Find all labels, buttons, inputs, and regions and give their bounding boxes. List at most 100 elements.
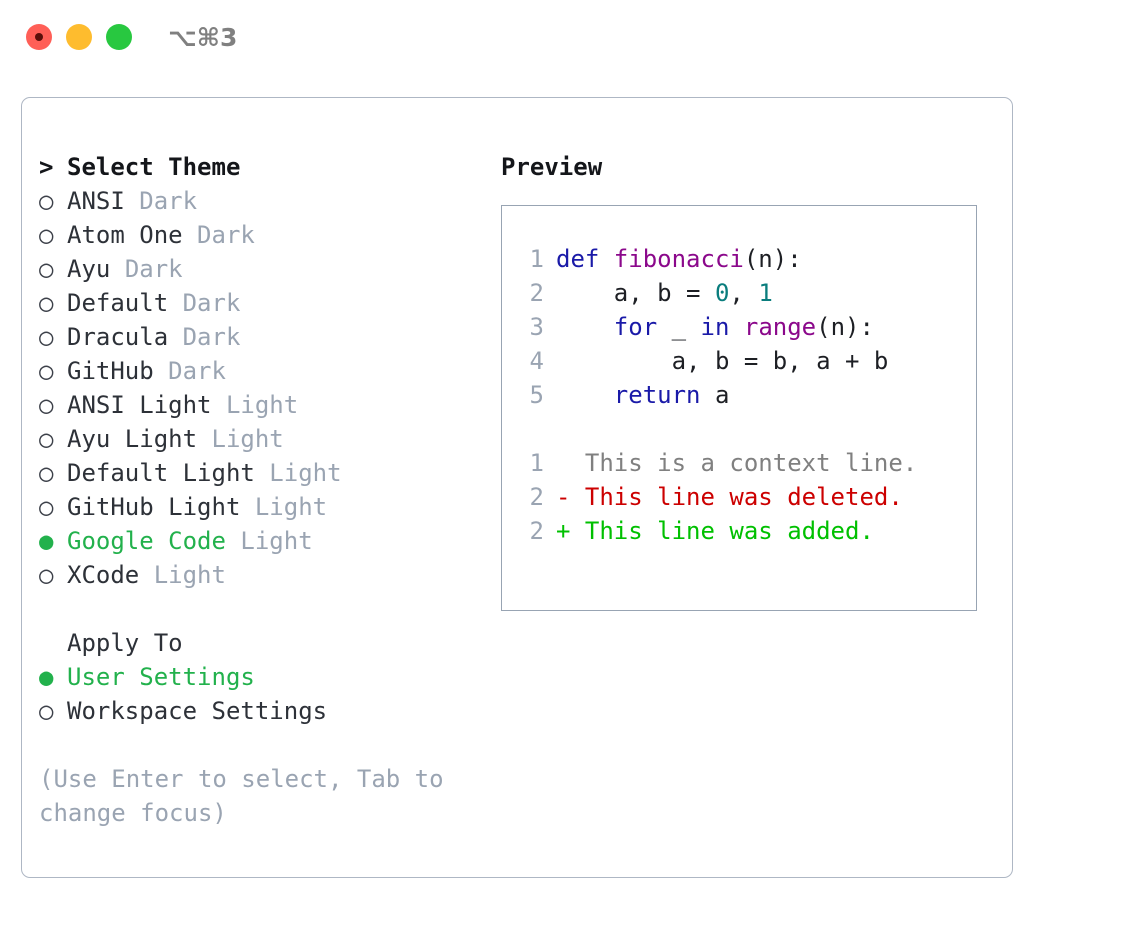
diff-line-text: This is a context line. (584, 449, 918, 477)
theme-option-ansi-light[interactable]: ○ANSI Light Light (39, 388, 479, 422)
theme-option-google-code-light[interactable]: ●Google Code Light (39, 524, 479, 558)
code-line: 5 return a (502, 378, 976, 412)
theme-option-category-label: Light (211, 425, 284, 453)
apply-to-header: Apply To (39, 626, 479, 660)
code-token-plain (556, 313, 614, 341)
theme-option-category-label: Dark (182, 289, 241, 317)
theme-option-label: XCode (67, 561, 140, 589)
radio-unselected-icon: ○ (39, 697, 54, 725)
theme-option-ayu-light[interactable]: ○ Ayu Light Light (39, 422, 479, 456)
line-number: 2 (529, 483, 544, 511)
code-token-keyword: def (556, 245, 614, 273)
theme-option-label: Ayu Light (67, 425, 198, 453)
theme-option-category-label: Light (254, 493, 328, 521)
keyboard-shortcut-label: ⌥⌘3 (168, 23, 238, 52)
line-number: 2 (529, 279, 544, 307)
radio-unselected-icon: ○ (39, 561, 54, 589)
theme-option-category-label: Light (225, 391, 299, 419)
apply-to-option-label: User Settings (67, 663, 255, 691)
theme-option-ayu-dark[interactable]: ○Ayu Dark (39, 252, 479, 286)
theme-option-category-label: Dark (197, 221, 255, 249)
diff-sign: - (556, 483, 571, 511)
radio-unselected-icon: ○ (39, 255, 54, 283)
main-panel: >Select Theme ○ANSI Dark ○Atom One Dark … (21, 97, 1013, 878)
theme-option-label: GitHub (67, 357, 154, 385)
radio-unselected-icon: ○ (39, 425, 54, 453)
theme-selector-column: >Select Theme ○ANSI Dark ○Atom One Dark … (39, 150, 479, 830)
code-token-function: fibonacci (613, 245, 744, 273)
theme-option-xcode-light[interactable]: ○ XCode Light (39, 558, 479, 592)
keyboard-hint-text: (Use Enter to select, Tab to change focu… (39, 765, 459, 827)
theme-option-label: Dracula (67, 323, 169, 351)
theme-option-category-label: Dark (168, 357, 226, 385)
diff-line-text: This line was deleted. (584, 483, 903, 511)
line-number: 1 (529, 449, 544, 477)
theme-option-label: Default Light (67, 459, 255, 487)
diff-line-context: 1 This is a context line. (502, 446, 976, 480)
apply-to-header-label: Apply To (67, 629, 183, 657)
theme-option-category-label: Light (153, 561, 226, 589)
line-number: 3 (529, 313, 544, 341)
code-token-plain (729, 313, 743, 341)
line-number: 4 (529, 347, 544, 375)
section-spacer (39, 592, 479, 626)
code-token-plain: a, b = (556, 279, 715, 307)
theme-option-ansi-dark[interactable]: ○ ANSI Dark (39, 184, 479, 218)
theme-option-label: ANSI (67, 187, 125, 215)
apply-to-option-user-settings[interactable]: ● User Settings (39, 660, 479, 694)
theme-option-category-label: Dark (182, 323, 241, 351)
theme-option-default-light[interactable]: ○ Default Light Light (39, 456, 479, 490)
diff-line-text: This line was added. (584, 517, 874, 545)
theme-option-label: Default (67, 289, 169, 317)
radio-unselected-icon: ○ (39, 357, 54, 385)
code-token-plain: , (729, 279, 759, 307)
theme-option-github-light[interactable]: ○ GitHub Light Light (39, 490, 479, 524)
theme-option-default-dark[interactable]: ○ Default Dark (39, 286, 479, 320)
theme-option-label: Atom One (67, 221, 183, 249)
code-token-plain: a (700, 381, 730, 409)
maximize-window-button[interactable] (106, 24, 132, 50)
code-token-plain: (n): (743, 245, 802, 273)
code-token-number: 0 (714, 279, 730, 307)
code-line: 1 def fibonacci(n): (502, 242, 976, 276)
radio-unselected-icon: ○ (39, 289, 54, 317)
close-icon (35, 33, 43, 41)
code-token-keyword: for (613, 313, 658, 341)
theme-list-header-label: Select Theme (67, 153, 241, 181)
theme-option-dracula-dark[interactable]: ○Dracula Dark (39, 320, 479, 354)
code-token-function: range (743, 313, 817, 341)
apply-to-header-marker (39, 626, 67, 660)
code-line: 3 for _ in range(n): (502, 310, 976, 344)
apply-to-option-label: Workspace Settings (67, 697, 328, 725)
prompt-caret-icon: > (39, 153, 54, 181)
theme-option-label: Ayu (67, 255, 111, 283)
radio-unselected-icon: ○ (39, 187, 54, 215)
minimize-window-button[interactable] (66, 24, 92, 50)
line-number: 2 (529, 517, 544, 545)
code-token-keyword: in (700, 313, 730, 341)
theme-option-github-dark[interactable]: ○ GitHub Dark (39, 354, 479, 388)
diff-line-deleted: 2- This line was deleted. (502, 480, 976, 514)
diff-sign (556, 449, 570, 477)
radio-selected-icon: ● (39, 527, 54, 555)
code-token-plain: a, b = b, a + b (556, 347, 889, 375)
radio-unselected-icon: ○ (39, 459, 54, 487)
diff-spacer (502, 412, 976, 446)
theme-option-category-label: Dark (139, 187, 198, 215)
radio-unselected-icon: ○ (39, 221, 54, 249)
code-token-plain (556, 381, 614, 409)
code-token-plain: _ (657, 313, 701, 341)
theme-option-atom-one-dark[interactable]: ○ Atom One Dark (39, 218, 479, 252)
radio-unselected-icon: ○ (39, 391, 54, 419)
theme-option-category (125, 187, 139, 215)
code-line: 2 a, b = 0, 1 (502, 276, 976, 310)
line-number: 1 (529, 245, 544, 273)
theme-option-label: GitHub Light (67, 493, 241, 521)
apply-to-option-workspace-settings[interactable]: ○ Workspace Settings (39, 694, 479, 728)
radio-selected-icon: ● (39, 663, 54, 691)
theme-option-category-label: Light (269, 459, 342, 487)
preview-box: 1 def fibonacci(n): 2 a, b = 0, 1 3 for _… (501, 205, 977, 611)
radio-unselected-icon: ○ (39, 493, 54, 521)
